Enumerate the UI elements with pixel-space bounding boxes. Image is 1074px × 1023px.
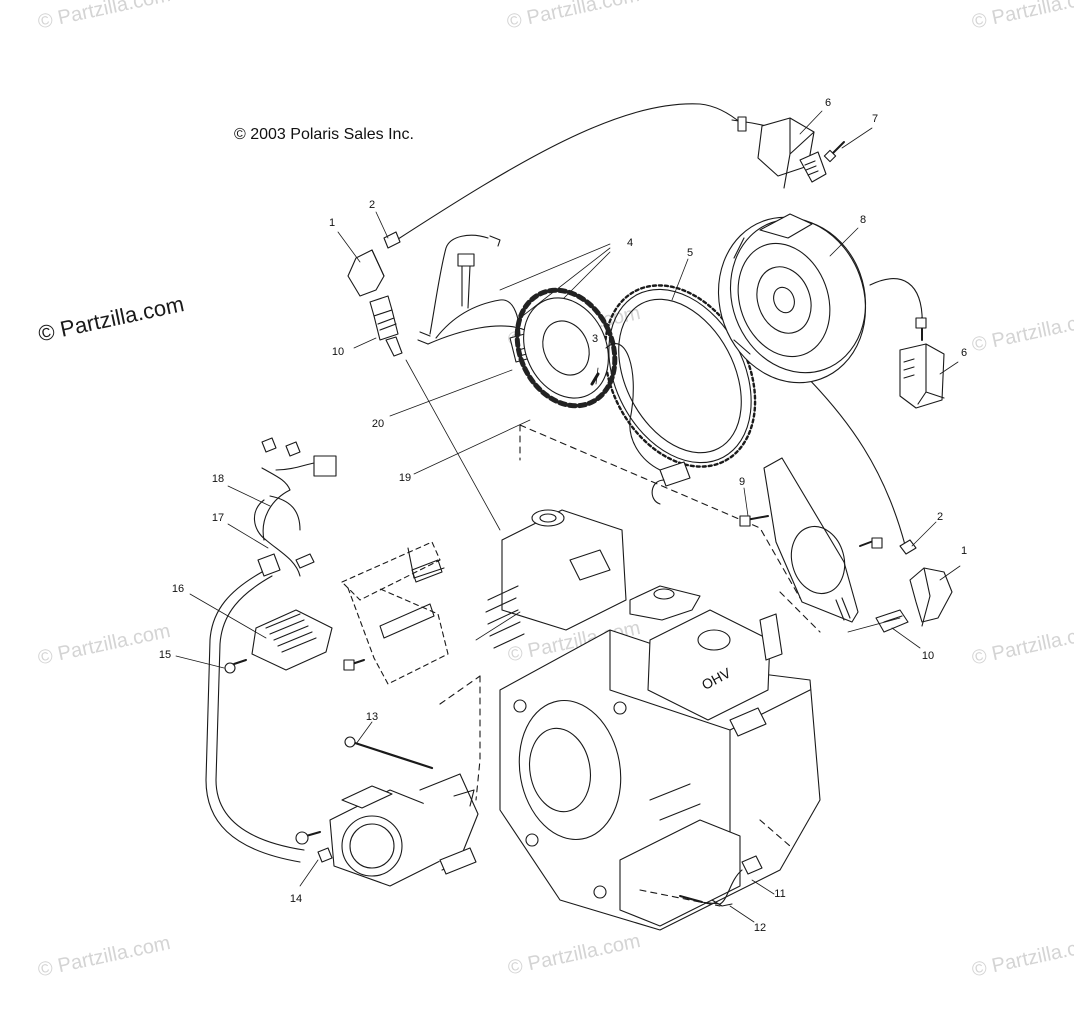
callout-12: 12 xyxy=(753,922,767,934)
callout-13: 13 xyxy=(365,711,379,723)
callout-14: 14 xyxy=(289,893,303,905)
dashed-cover-outline xyxy=(519,424,801,599)
bolt-7 xyxy=(823,141,845,163)
dashed-guides xyxy=(439,591,821,907)
callout-7: 7 xyxy=(871,113,879,125)
spark-plug-cap-left xyxy=(347,249,385,297)
ignition-coil-top xyxy=(731,116,827,189)
callout-5: 5 xyxy=(686,247,694,259)
copyright-text: © 2003 Polaris Sales Inc. xyxy=(234,126,414,143)
callout-10-right: 10 xyxy=(921,650,935,662)
callout-15: 15 xyxy=(158,649,172,661)
ignition-lead-top xyxy=(391,103,743,244)
ignition-coil-right xyxy=(899,317,945,409)
callout-18: 18 xyxy=(211,473,225,485)
bracket-plate xyxy=(739,457,883,623)
starter-motor xyxy=(295,736,479,887)
callout-3: 3 xyxy=(591,333,599,345)
flywheel xyxy=(717,213,867,384)
spark-plug-right xyxy=(875,609,909,633)
callout-11: 11 xyxy=(774,888,786,900)
clip-left xyxy=(383,231,401,249)
callout-4: 4 xyxy=(626,237,634,249)
callout-1-left: 1 xyxy=(328,217,336,229)
engine-block: OHV xyxy=(485,509,821,931)
leader-lines xyxy=(175,110,961,923)
callout-1-right: 1 xyxy=(960,545,968,557)
oil-pressure-sensor xyxy=(679,855,763,907)
spark-plug-left xyxy=(369,295,403,357)
ignition-lead-right xyxy=(799,278,923,546)
spark-plug-cap-right xyxy=(909,567,953,627)
callout-16: 16 xyxy=(171,583,185,595)
callout-17: 17 xyxy=(211,512,225,524)
callout-20: 20 xyxy=(371,418,385,430)
callout-9: 9 xyxy=(738,476,746,488)
stator xyxy=(514,287,691,505)
callout-10-left: 10 xyxy=(331,346,345,358)
voltage-regulator-harness xyxy=(205,437,337,863)
callout-6-top: 6 xyxy=(824,97,832,109)
callout-2-right: 2 xyxy=(936,511,944,523)
callout-2-left: 2 xyxy=(368,199,376,211)
callout-6-right: 6 xyxy=(960,347,968,359)
cooling-shroud xyxy=(341,541,449,685)
voltage-regulator xyxy=(224,609,333,674)
clip-right xyxy=(899,539,917,555)
callout-8: 8 xyxy=(859,214,867,226)
callout-19: 19 xyxy=(398,472,412,484)
